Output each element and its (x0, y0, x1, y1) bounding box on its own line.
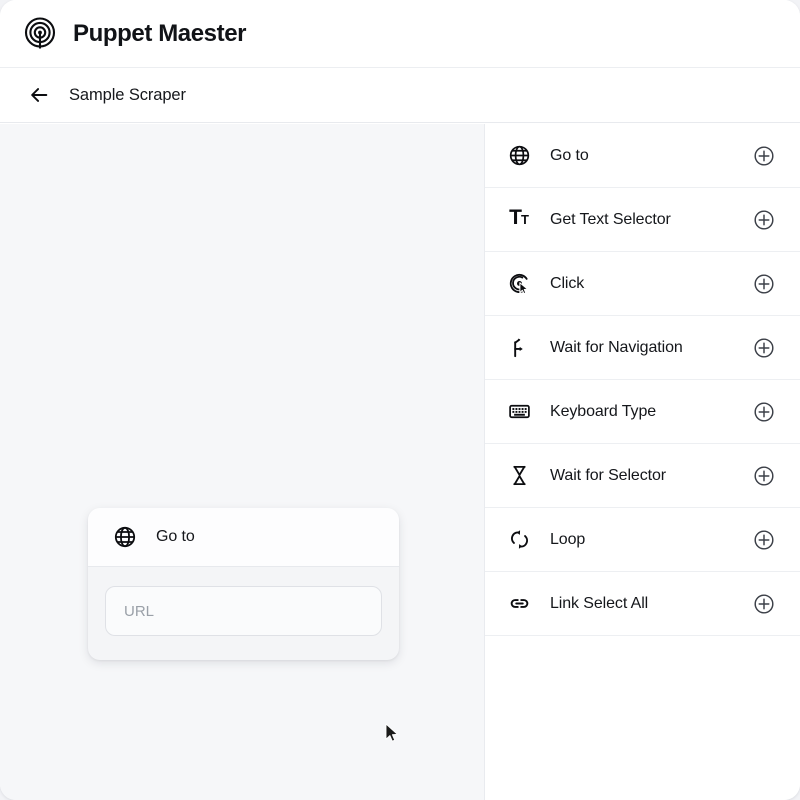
route-fork-icon (506, 335, 532, 361)
globe-icon (113, 525, 137, 549)
plus-circle-icon[interactable] (753, 593, 775, 615)
loop-sync-icon (506, 527, 532, 553)
script-canvas[interactable]: Go to Run Script (0, 124, 485, 800)
click-target-icon (506, 271, 532, 297)
plus-circle-icon[interactable] (753, 465, 775, 487)
mouse-pointer-icon (385, 723, 399, 743)
palette-item-label: Go to (550, 146, 589, 164)
globe-icon (506, 143, 532, 169)
node-body (88, 567, 399, 660)
palette-item-wait-for-selector[interactable]: Wait for Selector (485, 444, 800, 508)
spiral-logo-icon (22, 16, 58, 52)
arrow-left-icon[interactable] (26, 82, 52, 108)
url-input[interactable] (105, 586, 382, 636)
palette-item-wait-for-navigation[interactable]: Wait for Navigation (485, 316, 800, 380)
breadcrumb: Sample Scraper (0, 68, 800, 123)
palette-item-link-select-all[interactable]: Link Select All (485, 572, 800, 636)
node-title: Go to (156, 528, 195, 545)
link-chain-icon (506, 591, 532, 617)
plus-circle-icon[interactable] (753, 273, 775, 295)
plus-circle-icon[interactable] (753, 337, 775, 359)
palette-item-label: Get Text Selector (550, 210, 671, 228)
page-title: Sample Scraper (69, 85, 186, 104)
palette-item-label: Link Select All (550, 594, 649, 612)
palette-item-label: Keyboard Type (550, 402, 657, 420)
palette-item-go-to[interactable]: Go to (485, 124, 800, 188)
node-header: Go to (88, 508, 399, 567)
title-bar: Puppet Maester (0, 0, 800, 68)
workspace: Go to Run Script (0, 124, 800, 800)
node-card-go-to[interactable]: Go to (88, 508, 399, 660)
hourglass-icon (506, 463, 532, 489)
plus-circle-icon[interactable] (753, 209, 775, 231)
palette-item-label: Click (550, 274, 585, 292)
plus-circle-icon[interactable] (753, 529, 775, 551)
palette-item-label: Wait for Selector (550, 466, 666, 484)
palette-item-click[interactable]: Click (485, 252, 800, 316)
palette-item-loop[interactable]: Loop (485, 508, 800, 572)
plus-circle-icon[interactable] (753, 401, 775, 423)
keyboard-icon (506, 399, 532, 425)
plus-circle-icon[interactable] (753, 145, 775, 167)
palette-item-keyboard-type[interactable]: Keyboard Type (485, 380, 800, 444)
app-title: Puppet Maester (73, 19, 247, 47)
palette-item-label: Wait for Navigation (550, 338, 683, 356)
palette-item-label: Loop (550, 530, 586, 548)
